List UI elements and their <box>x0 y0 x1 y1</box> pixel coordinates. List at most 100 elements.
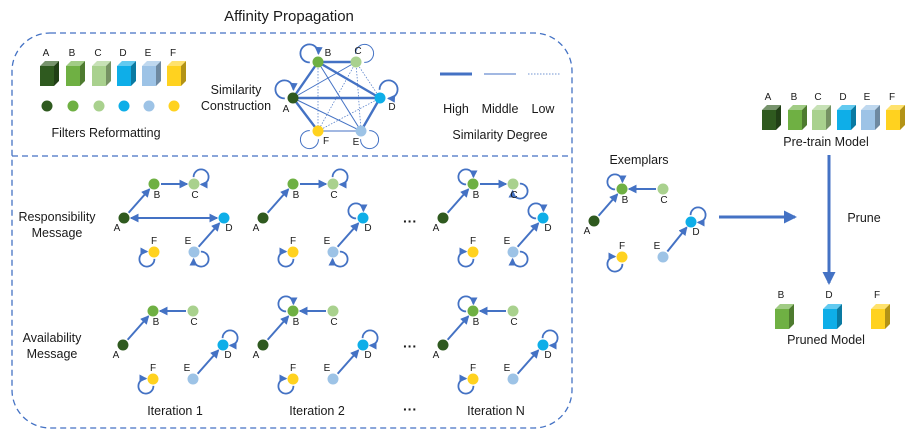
message-self-loop-f <box>138 247 156 268</box>
filter-cube-b <box>66 61 85 86</box>
prune-label: Prune <box>847 211 880 225</box>
message-label-d: D <box>544 223 551 234</box>
exemplar-label-f: F <box>619 241 625 252</box>
similarity-edge-cf <box>317 61 357 132</box>
message-label-f: F <box>290 236 296 247</box>
pretrain-cube-a-top <box>762 105 781 110</box>
message-self-loop-c <box>508 182 529 200</box>
pretrain-cube-d-top <box>837 105 856 110</box>
legend-middle-label: Middle <box>482 102 519 116</box>
ellipsis-responsibility: ··· <box>403 213 417 229</box>
similarity-node-b <box>312 56 324 68</box>
filters-caption: Filters Reformatting <box>51 126 160 140</box>
message-node-f <box>287 246 299 258</box>
message-edge-ed <box>516 222 540 248</box>
ellipsis-availability: ··· <box>403 338 417 354</box>
message-label-a: A <box>433 350 440 361</box>
pretrain-letter-f: F <box>889 92 895 103</box>
message-self-loop-d <box>347 202 368 220</box>
exemplar-self-loop-d <box>689 206 707 227</box>
message-label-b: B <box>293 317 300 328</box>
similarity-label-e: E <box>353 137 360 148</box>
message-self-loop-f <box>457 374 475 395</box>
message-label-b: B <box>153 317 160 328</box>
similarity-caption-line1: Similarity <box>211 83 262 97</box>
filter-cube-e-top <box>142 61 161 66</box>
message-node-c <box>327 178 339 190</box>
similarity-self-loop-d <box>378 79 399 103</box>
message-node-a <box>257 212 269 224</box>
similarity-self-loop-a <box>274 79 298 100</box>
message-node-b <box>287 305 299 317</box>
filter-cube-f-side <box>181 61 186 86</box>
exemplar-node-e <box>657 251 669 263</box>
filter-cube-d-front <box>117 66 131 86</box>
message-node-d <box>217 339 229 351</box>
filter-dot-a <box>41 100 53 112</box>
message-node-c <box>507 178 519 190</box>
message-label-c: C <box>191 190 198 201</box>
message-node-e <box>188 246 200 258</box>
message-label-b: B <box>473 190 480 201</box>
filter-cube-d-side <box>131 61 136 86</box>
similarity-self-loop-e <box>360 130 380 150</box>
pretrain-cube-f-top <box>886 105 905 110</box>
message-label-e: E <box>324 236 331 247</box>
message-node-e <box>187 373 199 385</box>
iteration-n-label: Iteration N <box>467 404 525 418</box>
responsibility-label-line1: Responsibility <box>18 210 96 224</box>
message-label-d: D <box>225 223 232 234</box>
pruned-cube-f-side <box>885 304 890 329</box>
message-label-d: D <box>544 350 551 361</box>
message-label-c: C <box>190 317 197 328</box>
message-label-b: B <box>473 317 480 328</box>
legend-high-label: High <box>443 102 469 116</box>
filter-cube-a-top <box>40 61 59 66</box>
affinity-propagation-box <box>11 32 573 429</box>
pretrain-cube-e <box>861 105 880 130</box>
similarity-edge-de <box>359 97 382 132</box>
message-edge-ab <box>127 188 151 214</box>
filter-cube-b-top <box>66 61 85 66</box>
pretrain-cube-f-front <box>886 110 900 130</box>
message-node-a <box>117 339 129 351</box>
filter-cube-d <box>117 61 136 86</box>
pruned-cube-f-front <box>871 309 885 329</box>
exemplar-label-d: D <box>692 227 699 238</box>
similarity-edge-bd <box>317 60 381 100</box>
message-label-b: B <box>154 190 161 201</box>
similarity-degree-caption: Similarity Degree <box>452 128 547 142</box>
message-node-b <box>467 305 479 317</box>
message-label-f: F <box>150 363 156 374</box>
exemplar-node-b <box>616 183 628 195</box>
message-label-e: E <box>324 363 331 374</box>
message-label-f: F <box>151 236 157 247</box>
similarity-edge-af <box>292 97 319 132</box>
message-edge-ab <box>446 188 470 214</box>
pretrain-cube-c-top <box>812 105 831 110</box>
diagram-title: Affinity Propagation <box>224 8 354 25</box>
pretrain-cube-b-top <box>788 105 807 110</box>
message-node-f <box>148 246 160 258</box>
pretrain-cube-b <box>788 105 807 130</box>
message-label-c: C <box>510 190 517 201</box>
similarity-label-f: F <box>323 136 329 147</box>
similarity-caption-line2: Construction <box>201 99 271 113</box>
message-edge-ab <box>126 315 150 341</box>
filter-cube-a-side <box>54 61 59 86</box>
message-node-f <box>467 373 479 385</box>
message-self-loop-c <box>331 168 349 189</box>
pruned-cube-d <box>823 304 842 329</box>
message-self-loop-f <box>277 374 295 395</box>
similarity-node-c <box>350 56 362 68</box>
similarity-label-b: B <box>325 48 332 59</box>
message-label-c: C <box>510 317 517 328</box>
message-node-c <box>188 178 200 190</box>
similarity-legend: High Middle Low Similarity Degree <box>440 72 560 142</box>
message-node-d <box>537 339 549 351</box>
